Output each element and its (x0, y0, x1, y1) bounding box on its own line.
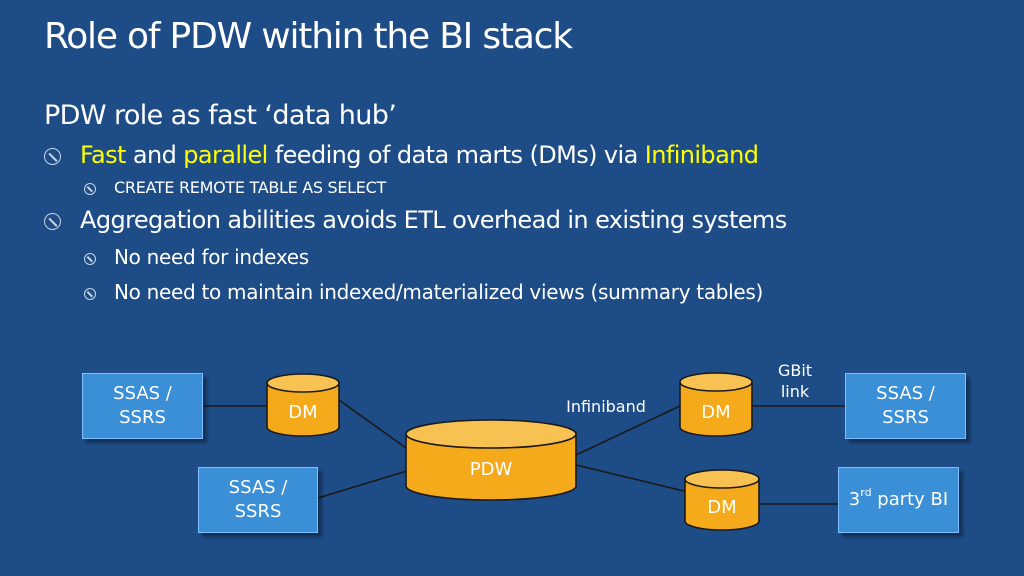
bullet-fast-parallel: Fast and parallel feeding of data marts … (80, 141, 759, 169)
infiniband-label: Infiniband (566, 397, 646, 416)
slide-title: Role of PDW within the BI stack (44, 16, 573, 57)
ssas-ssrs-box-right-top: SSAS / SSRS (845, 373, 966, 439)
dm-cylinder-right-top (679, 372, 753, 437)
ssas-ssrs-box-left-bottom: SSAS / SSRS (198, 467, 318, 533)
bullet-circle-icon (44, 148, 61, 165)
dm-cylinder-right-bottom (684, 469, 760, 531)
bullet-text-segment: Fast (80, 141, 126, 169)
ssas-ssrs-box-label: SSAS / SSRS (113, 382, 172, 428)
pdw-label: PDW (469, 459, 513, 480)
bullet-text-segment: Infiniband (644, 141, 759, 169)
sub-bullet-create-remote-table: CREATE REMOTE TABLE AS SELECT (114, 178, 386, 197)
ssas-ssrs-box-label: SSAS / SSRS (228, 476, 288, 522)
bullet-text-segment: and (125, 141, 184, 169)
sub-bullet-circle-icon (84, 288, 96, 300)
bullet-aggregation: Aggregation abilities avoids ETL overhea… (80, 206, 787, 234)
bullet-circle-icon (44, 213, 61, 230)
bullet-text-segment: feeding of data marts (DMs) via (267, 141, 645, 169)
ssas-ssrs-box-left-top: SSAS / SSRS (82, 373, 203, 439)
sub-bullet-no-indexed-views: No need to maintain indexed/materialized… (114, 280, 764, 304)
connector-left-bottom-box-to-pdw (317, 466, 421, 499)
gbit-link-label: GBit link (777, 361, 813, 401)
pdw-cylinder-center (405, 419, 577, 501)
third-party-number: 3 (848, 488, 861, 510)
dm-right-bottom-label: DM (707, 497, 737, 518)
dm-left-label: DM (288, 402, 318, 423)
sub-bullet-no-indexes: No need for indexes (114, 245, 309, 269)
sub-bullet-circle-icon (84, 253, 96, 265)
dm-cylinder-left (266, 373, 340, 437)
subheading: PDW role as fast ‘data hub’ (44, 100, 397, 131)
ssas-ssrs-box-label: SSAS / SSRS (876, 382, 935, 428)
third-party-superscript: rd (860, 485, 872, 499)
third-party-rest: party BI (871, 488, 949, 510)
connector-pdw-to-right-bottom-dm (575, 464, 689, 493)
bullet-text-segment: parallel (183, 141, 268, 169)
sub-bullet-circle-icon (84, 183, 96, 195)
connector-pdw-to-right-top-dm (575, 405, 681, 456)
dm-right-top-label: DM (701, 402, 731, 423)
third-party-bi-label: 3rd party BI (848, 485, 949, 512)
third-party-bi-box: 3rd party BI (838, 467, 959, 533)
